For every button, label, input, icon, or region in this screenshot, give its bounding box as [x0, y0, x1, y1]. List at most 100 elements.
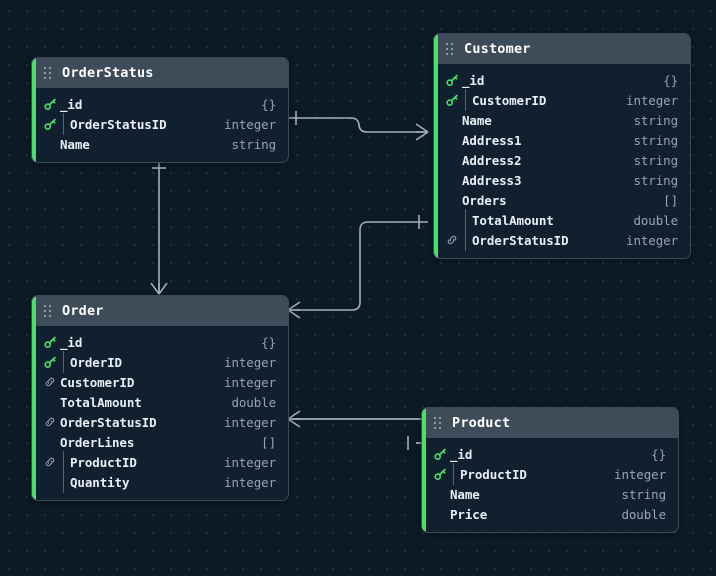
field-type: integer	[224, 116, 276, 132]
table-title: Customer	[464, 41, 531, 57]
field-type: integer	[224, 354, 276, 370]
field-name: _id	[450, 446, 473, 462]
field-type: integer	[224, 414, 276, 430]
field-name: CustomerID	[472, 92, 547, 108]
drag-handle-icon[interactable]	[44, 66, 52, 80]
field-row[interactable]: OrderID integer	[32, 351, 288, 373]
field-row[interactable]: Orders[]	[434, 190, 690, 210]
table-title: Order	[62, 303, 104, 319]
table-header-orderstatus[interactable]: OrderStatus	[32, 58, 288, 88]
field-indent-guide	[450, 463, 460, 485]
field-name: Name	[462, 112, 492, 128]
field-type: string	[633, 112, 678, 128]
key-icon	[42, 98, 58, 111]
field-type: double	[231, 394, 276, 410]
table-accent-bar	[422, 408, 426, 532]
field-type: integer	[626, 92, 678, 108]
field-name: Orders	[462, 192, 507, 208]
field-type: {}	[261, 334, 276, 350]
key-icon	[432, 448, 448, 461]
drag-handle-icon[interactable]	[44, 304, 52, 318]
table-header-order[interactable]: Order	[32, 296, 288, 326]
field-name: Name	[60, 136, 90, 152]
field-name: OrderLines	[60, 434, 135, 450]
drag-handle-icon[interactable]	[446, 42, 454, 56]
field-row[interactable]: OrderLines[]	[32, 432, 288, 452]
field-name: ProductID	[460, 466, 527, 482]
field-row[interactable]: TotalAmount double	[32, 392, 288, 412]
link-order-customer	[287, 215, 428, 319]
table-title: Product	[452, 415, 511, 431]
field-type: string	[633, 152, 678, 168]
field-type: string	[633, 172, 678, 188]
field-name: CustomerID	[60, 374, 135, 390]
field-name: OrderStatusID	[472, 232, 569, 248]
field-row[interactable]: ProductID integer	[32, 451, 288, 473]
field-type: string	[633, 132, 678, 148]
field-row[interactable]: _id{}	[434, 70, 690, 90]
field-name: ProductID	[70, 454, 137, 470]
field-indent-guide	[60, 113, 70, 135]
link-icon	[444, 234, 460, 246]
field-type: string	[621, 486, 666, 502]
key-icon	[444, 74, 460, 87]
field-type: integer	[224, 474, 276, 490]
drag-handle-icon[interactable]	[434, 416, 442, 430]
table-accent-bar	[32, 296, 36, 500]
table-header-customer[interactable]: Customer	[434, 34, 690, 64]
field-row[interactable]: CustomerID integer	[32, 372, 288, 392]
field-name: Address1	[462, 132, 522, 148]
table-accent-bar	[32, 58, 36, 162]
field-indent-guide	[462, 209, 472, 231]
field-name: Quantity	[70, 474, 130, 490]
field-row[interactable]: _id {}	[32, 94, 288, 114]
field-row[interactable]: OrderStatusID integer	[434, 229, 690, 251]
link-icon	[42, 456, 58, 468]
link-icon	[42, 376, 58, 388]
field-row[interactable]: Address3 string	[434, 170, 690, 190]
link-orderstatus-order	[150, 160, 168, 295]
field-row[interactable]: _id{}	[422, 444, 678, 464]
field-name: Address3	[462, 172, 522, 188]
key-icon	[42, 118, 58, 131]
field-indent-guide	[462, 89, 472, 111]
field-name: _id	[60, 96, 83, 112]
field-row[interactable]: _id{}	[32, 332, 288, 352]
field-row[interactable]: CustomerID integer	[434, 89, 690, 111]
field-name: Price	[450, 506, 488, 522]
field-indent-guide	[60, 451, 70, 473]
field-type: integer	[224, 374, 276, 390]
field-type: integer	[626, 232, 678, 248]
field-type: integer	[224, 454, 276, 470]
field-name: OrderID	[70, 354, 122, 370]
key-icon	[42, 356, 58, 369]
key-icon	[42, 336, 58, 349]
field-row[interactable]: Quantity integer	[32, 471, 288, 493]
field-indent-guide	[60, 471, 70, 493]
field-row[interactable]: Name string	[434, 110, 690, 130]
field-name: _id	[462, 72, 485, 88]
table-header-product[interactable]: Product	[422, 408, 678, 438]
field-row[interactable]: Address1 string	[434, 130, 690, 150]
field-type: {}	[261, 96, 276, 112]
key-icon	[432, 468, 448, 481]
field-type: double	[633, 212, 678, 228]
field-name: TotalAmount	[60, 394, 142, 410]
